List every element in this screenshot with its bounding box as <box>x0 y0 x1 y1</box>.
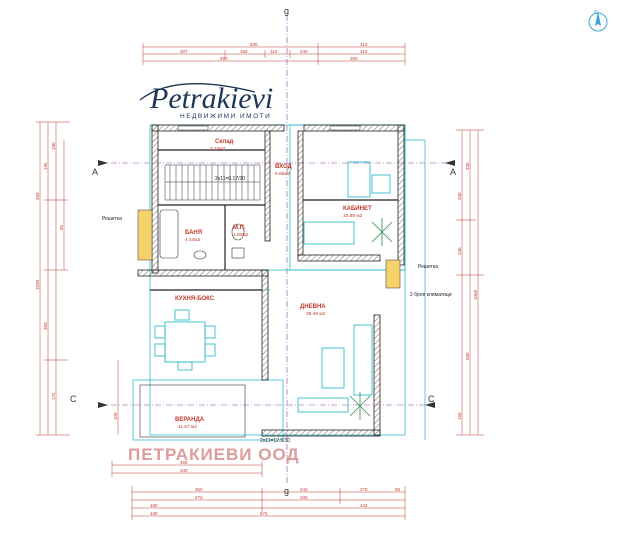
section-a-left: A <box>92 167 98 177</box>
plan-notes: Решетка Решетка 2 броя климатици 2x11=0.… <box>102 176 452 444</box>
logo-subtitle: НЕДВИЖИМИ ИМОТИ <box>180 113 271 120</box>
dim-right-6: 150 <box>457 412 462 420</box>
left-dimension-labels: 450 195 100 55 1030 350 175 100 <box>35 142 118 420</box>
compass-icon: N <box>588 10 608 32</box>
dim-top-2b: 150 <box>240 49 248 54</box>
plants-icon <box>349 218 393 420</box>
exterior-walls <box>137 124 405 437</box>
living-room-furniture <box>297 161 391 413</box>
dim-left-4: 55 <box>59 224 64 230</box>
company-logo: Petrakievi НЕДВИЖИМИ ИМОТИ <box>139 82 273 120</box>
room-kitchen-name: КУХНЯ-БОКС <box>175 296 215 302</box>
room-mp-area: 1.80м2 <box>233 232 249 238</box>
right-dimensions <box>456 129 484 436</box>
note-ac: 2 броя климатици <box>410 292 452 298</box>
kitchen-furniture <box>154 309 216 371</box>
interior-walls <box>150 149 398 291</box>
windows <box>137 125 401 289</box>
room-labels: Склад 3.10м2 ВХОД 6.65м2 КАБИНЕТ 10.58 м… <box>175 139 372 430</box>
top-dimension-labels: 530 312 207 150 112 240 312 460 300 <box>180 42 368 61</box>
dim-bottom-3b: 340 <box>180 468 188 473</box>
dim-top-1a: 530 <box>250 42 258 47</box>
right-dimension-labels: 340 330 240 1058 560 150 <box>457 162 478 420</box>
dim-left-3: 100 <box>51 142 56 150</box>
bottom-dimension-labels: 350 242 270 58 272 330 442 572 460 340 1… <box>150 460 401 516</box>
note-grille-right: Решетка <box>418 264 438 270</box>
dim-bottom-1a: 350 <box>195 487 203 492</box>
dim-bottom-2a: 272 <box>195 495 203 500</box>
room-entry-area: 6.65м2 <box>275 171 291 177</box>
section-g-top: g <box>284 6 289 16</box>
stairs <box>164 164 261 201</box>
room-bath-area: 4.44м2 <box>185 237 201 243</box>
room-cabinet-area: 10.58 м2 <box>343 213 363 219</box>
left-dimensions <box>36 121 119 436</box>
logo-brand: Petrakievi <box>149 82 273 115</box>
dim-bottom-2c: 442 <box>360 503 368 508</box>
dim-left-8: 100 <box>113 412 118 420</box>
section-a-right: A <box>450 167 456 177</box>
section-markers: A A C C g g <box>70 6 456 496</box>
dim-top-1b: 312 <box>360 42 368 47</box>
note-veranda-steps: 2x11=12.5/30 <box>260 438 290 444</box>
watermark-text: ПЕТРАКИЕВИ ООД <box>128 445 300 464</box>
dim-left-7: 175 <box>51 392 56 400</box>
top-dimensions <box>142 43 406 65</box>
section-g-bottom: g <box>284 486 289 496</box>
dim-top-3b: 300 <box>350 56 358 61</box>
dim-bottom-3d: 130 <box>150 511 158 516</box>
room-entry-name: ВХОД <box>275 164 293 170</box>
room-living-area: 38.46 м2 <box>306 311 326 317</box>
dim-top-2e: 312 <box>360 49 368 54</box>
dim-right-5: 560 <box>465 352 470 360</box>
dim-bottom-2b: 330 <box>300 495 308 500</box>
dim-bottom-1c: 270 <box>360 487 368 492</box>
dim-left-1: 450 <box>35 192 40 200</box>
dim-top-2d: 240 <box>300 49 308 54</box>
room-mp-name: М.П. <box>233 225 246 231</box>
dim-bottom-3c: 150 <box>150 503 158 508</box>
dim-bottom-1d: 58 <box>395 487 401 492</box>
note-stairs: 2x11=0.17/30 <box>215 176 245 182</box>
dim-right-4: 1058 <box>473 289 478 300</box>
dim-top-2a: 207 <box>180 49 188 54</box>
note-grille-left: Решетка <box>102 216 122 222</box>
room-wc-name: Склад <box>215 139 234 145</box>
dim-right-1: 340 <box>457 192 462 200</box>
dim-top-2c: 112 <box>270 49 278 54</box>
room-living-name: ДНЕВНА <box>300 304 326 310</box>
bathroom-fixtures <box>159 209 245 260</box>
dim-bottom-1b: 242 <box>300 487 308 492</box>
dim-bottom-3a: 460 <box>180 460 188 465</box>
dim-right-3: 240 <box>457 247 462 255</box>
dim-left-2: 195 <box>43 162 48 170</box>
dim-top-3a: 460 <box>220 56 228 61</box>
veranda-area <box>139 384 246 438</box>
room-bath-name: БАНЯ <box>185 230 202 236</box>
dim-bottom-2d: 572 <box>260 511 268 516</box>
compass-letter: N <box>594 10 598 16</box>
dim-left-5: 1030 <box>35 279 40 290</box>
dim-right-2: 330 <box>465 162 470 170</box>
room-cabinet-name: КАБИНЕТ <box>343 206 372 212</box>
bottom-dimensions <box>111 461 406 520</box>
section-c-left: C <box>70 394 77 404</box>
room-veranda-area: 11.67 м2 <box>178 424 197 430</box>
room-wc-area: 3.10м2 <box>210 146 226 152</box>
dim-left-6: 350 <box>43 322 48 330</box>
room-veranda-name: ВЕРАНДА <box>175 417 205 423</box>
section-c-right: C <box>428 394 435 404</box>
